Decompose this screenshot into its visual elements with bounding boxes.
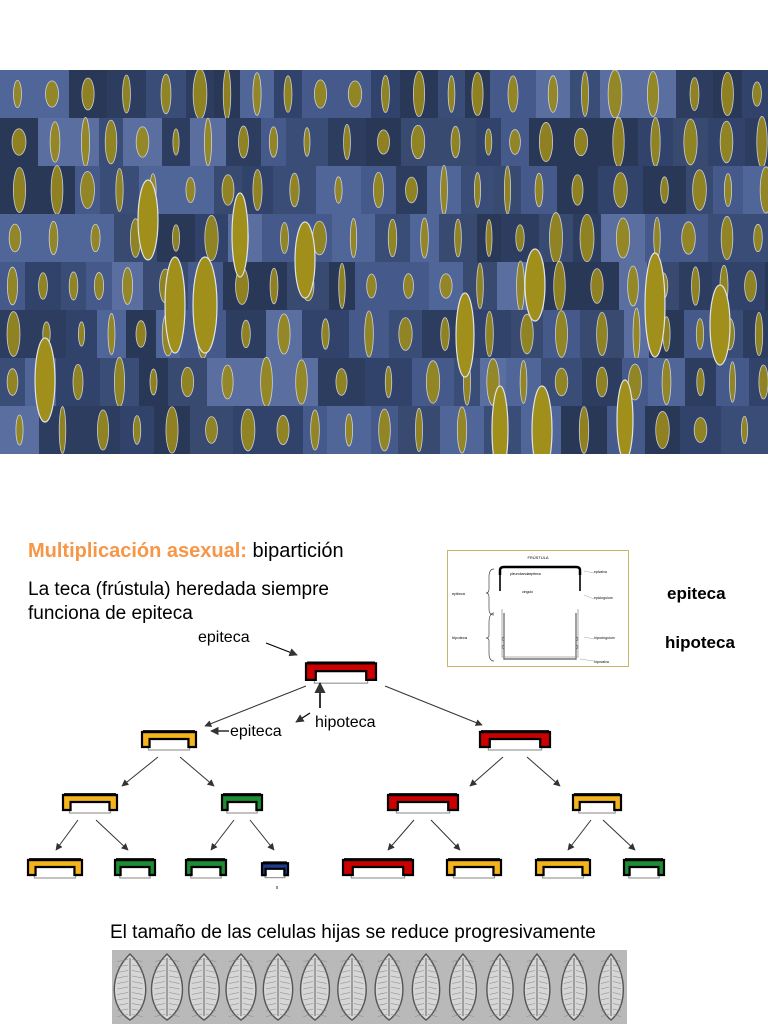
diatom-cell — [598, 952, 624, 1021]
inset-label-cingulo: cingulo — [522, 590, 533, 594]
title-rest: bipartición — [252, 540, 344, 562]
inset-label-hipocingulum: hipocingulum — [594, 636, 615, 640]
frustule-level4-node3 — [184, 858, 228, 879]
label-epiteca-left: epiteca — [230, 723, 282, 740]
inset-heading: FRÚSTULA — [527, 555, 548, 560]
caption: El tamaño de las celulas hijas se reduce… — [110, 922, 596, 943]
inset-left-bracket-bottom — [485, 612, 495, 662]
inset-label-hipoteca-small: hipoteca — [452, 635, 468, 640]
arrow-hipoteca-left — [295, 712, 311, 723]
frustule-level4-node5 — [341, 858, 415, 879]
frustule-level4-node6 — [445, 858, 503, 879]
tree-arrow-4 — [179, 756, 215, 787]
frustule-schematic: FRÚSTULA epiteca hipoteca pleurobandaepi… — [447, 550, 629, 667]
subtitle-line-1: La teca (frústula) heredada siempre — [28, 579, 329, 600]
inset-label-epicingulum: epicingulum — [594, 596, 613, 600]
tree-arrow-12 — [430, 819, 461, 851]
diatom-cell — [411, 952, 441, 1021]
inset-epitheca-shape — [498, 565, 582, 575]
frustule-level3-node2 — [220, 793, 264, 814]
tree-arrow-1 — [204, 685, 307, 727]
section-title: Multiplicación asexual: bipartición — [28, 540, 344, 563]
tree-arrow-3 — [121, 756, 159, 787]
tree-arrow-14 — [602, 819, 636, 851]
frustule-level4-node2 — [113, 858, 157, 879]
arrow-epiteca-top — [265, 642, 298, 657]
tree-arrow-7 — [55, 819, 79, 851]
label-hipoteca: hipoteca — [315, 714, 376, 731]
diatom-cell — [560, 952, 588, 1021]
tree-arrow-8 — [95, 819, 129, 851]
diatom-cell — [299, 952, 331, 1021]
tree-arrow-2 — [384, 685, 483, 726]
inset-epiteca-label: epiteca — [667, 584, 726, 603]
subtitle-line-2: funciona de epiteca — [28, 603, 193, 624]
frustule-level4-node7 — [534, 858, 592, 879]
tree-arrow-5 — [469, 756, 504, 787]
diatom-cell — [374, 952, 404, 1021]
frustule-level4-node4 — [260, 861, 290, 879]
tree-arrow-9 — [210, 819, 235, 851]
frustule-level1-node1 — [304, 661, 378, 684]
diatom-cell — [337, 952, 367, 1021]
tree-arrow-6 — [526, 756, 561, 787]
inset-label-epivalva: epivalva — [594, 570, 607, 574]
tree-arrow-10 — [249, 819, 275, 851]
division-tree: epiteca hipoteca epiteca — [26, 629, 666, 889]
inset-label-pleuro: pleurobandaepiteca — [510, 572, 541, 576]
diatom-cell — [150, 953, 184, 1021]
frustule-level3-node4 — [571, 793, 623, 814]
frustule-level2-node2 — [478, 730, 552, 751]
diatom-cell — [262, 953, 294, 1021]
inset-hipoteca-label: hipoteca — [665, 633, 735, 652]
frustule-level4-node1 — [26, 858, 84, 879]
diatom-cell — [113, 953, 147, 1021]
diatom-cell — [523, 952, 551, 1021]
diatom-mosaic-image — [0, 70, 768, 454]
tree-arrow-11 — [387, 819, 415, 851]
frustule-level3-node3 — [386, 793, 460, 814]
frustule-level2-node1 — [140, 730, 198, 751]
diatom-cell — [225, 953, 257, 1021]
frustule-level4-node8 — [622, 858, 666, 879]
diatom-cell — [486, 952, 514, 1021]
inset-label-epiteca-small: epiteca — [452, 591, 466, 596]
label-epiteca-top: epiteca — [198, 629, 250, 646]
tree-arrow-13 — [567, 819, 592, 851]
inset-epitheca-girdle — [499, 575, 581, 591]
diatom-cell — [448, 952, 478, 1021]
title-highlight: Multiplicación asexual: — [28, 540, 247, 562]
inset-label-hipovalva: hipovalva — [594, 660, 609, 664]
frustule-level3-node1 — [61, 793, 119, 814]
inset-hypotheca-shape — [503, 613, 577, 660]
inset-left-bracket-top — [485, 568, 495, 616]
diatom-cell — [188, 953, 220, 1021]
size-reduction-micrograph — [112, 950, 627, 1024]
